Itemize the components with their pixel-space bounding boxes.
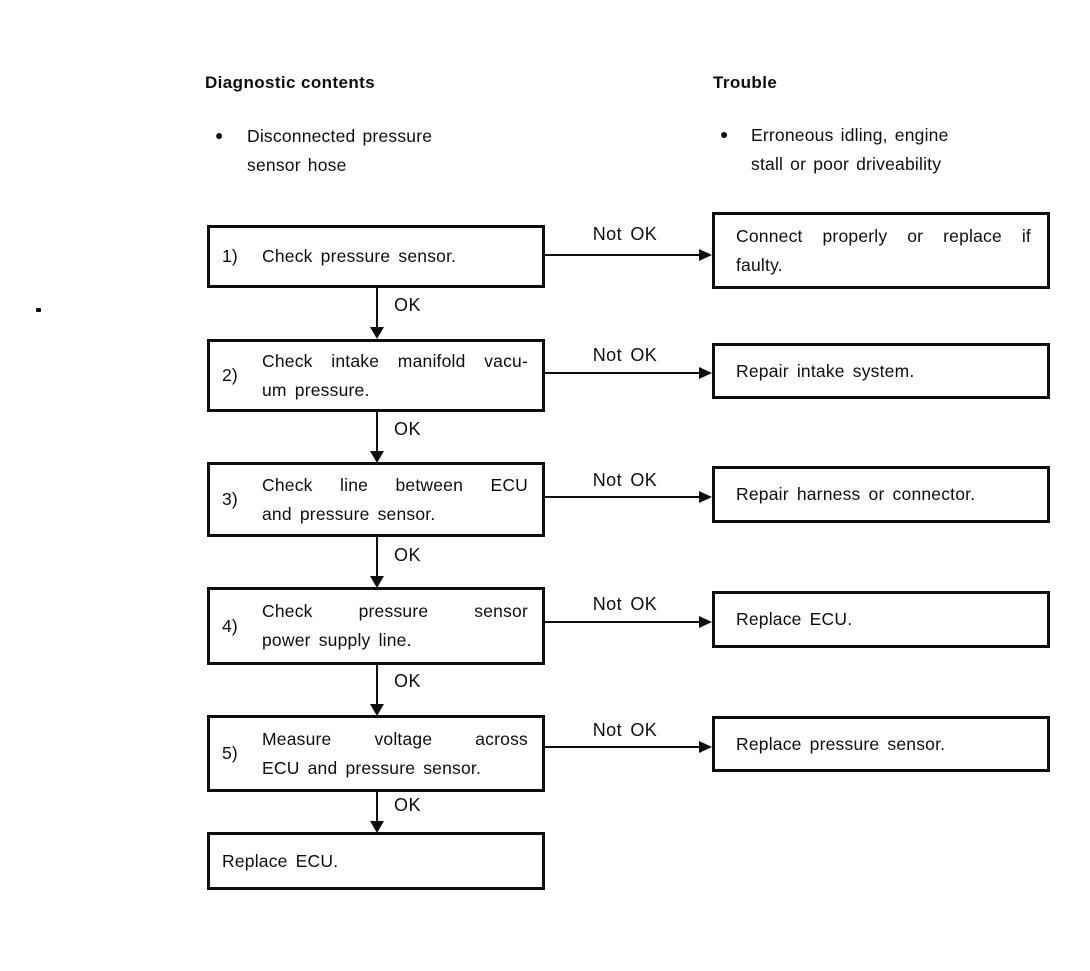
ok-label-2: OK — [394, 419, 422, 439]
step-text-line: power supply line. — [262, 630, 412, 650]
step-text-line: and pressure sensor. — [262, 503, 436, 524]
ok-connector-1 — [376, 288, 378, 327]
arrow-right-icon — [699, 741, 712, 753]
not-ok-connector-4 — [545, 621, 700, 623]
diagnostic-contents-heading: Diagnostic contents — [205, 73, 376, 92]
not-ok-label-3: Not OK — [592, 470, 658, 490]
bullet-line: Erroneous idling, engine — [751, 125, 949, 145]
not-ok-connector-5 — [545, 746, 700, 748]
step-text-line: um pressure. — [262, 379, 370, 400]
step-text-line: Check pressure sensor. — [262, 246, 457, 266]
step-text-line: Check pressure sensor — [262, 601, 528, 621]
trouble-item: Erroneous idling, engine stall or poor d… — [751, 121, 949, 179]
ok-connector-5 — [376, 792, 378, 821]
not-ok-label-1: Not OK — [592, 224, 658, 244]
step-box-5: 5) Measure voltage across ECU and pressu… — [207, 715, 545, 792]
action-text-line: Repair intake system. — [736, 360, 915, 381]
arrow-right-icon — [699, 491, 712, 503]
final-step-text-line: Replace ECU. — [222, 850, 339, 871]
ok-connector-3 — [376, 537, 378, 576]
action-text-line: Repair harness or connector. — [736, 484, 976, 504]
bullet-line: Disconnected pressure — [247, 126, 433, 146]
final-step-box: Replace ECU. — [207, 832, 545, 890]
step-text-line: Check intake manifold vacu- — [262, 350, 528, 371]
bullet-dot-icon: ● — [215, 127, 224, 143]
arrow-down-icon — [370, 451, 384, 463]
action-text-line: Replace pressure sensor. — [736, 733, 946, 754]
action-box-2: Repair intake system. — [712, 343, 1050, 399]
step-number: 1) — [222, 246, 238, 266]
arrow-down-icon — [370, 704, 384, 716]
not-ok-connector-2 — [545, 372, 700, 374]
step-box-1: 1) Check pressure sensor. — [207, 225, 545, 288]
action-text-line: Replace ECU. — [736, 609, 853, 629]
ok-label-1: OK — [394, 295, 422, 315]
bullet-line: stall or poor driveability — [751, 154, 942, 174]
action-text-line: faulty. — [736, 254, 783, 275]
not-ok-label-2: Not OK — [592, 345, 658, 365]
arrow-right-icon — [699, 249, 712, 261]
action-box-3: Repair harness or connector. — [712, 466, 1050, 523]
step-number: 2) — [222, 365, 238, 385]
action-text-line: Connect properly or replace if — [736, 225, 1031, 246]
action-box-5: Replace pressure sensor. — [712, 716, 1050, 772]
not-ok-connector-3 — [545, 496, 700, 498]
not-ok-label-4: Not OK — [592, 594, 658, 614]
ok-connector-2 — [376, 412, 378, 451]
not-ok-label-5: Not OK — [592, 720, 658, 740]
step-number: 4) — [222, 615, 238, 636]
arrow-right-icon — [699, 367, 712, 379]
bullet-line: sensor hose — [247, 155, 347, 175]
ok-connector-4 — [376, 665, 378, 704]
bullet-dot-icon: ● — [720, 126, 729, 142]
step-text-line: Check line between ECU — [262, 474, 528, 495]
arrow-down-icon — [370, 576, 384, 588]
arrow-down-icon — [370, 821, 384, 833]
action-box-1: Connect properly or replace if faulty. — [712, 212, 1050, 289]
arrow-right-icon — [699, 616, 712, 628]
step-box-4: 4) Check pressure sensor power supply li… — [207, 587, 545, 665]
step-box-2: 2) Check intake manifold vacu- um pressu… — [207, 339, 545, 412]
ok-label-5: OK — [394, 795, 422, 815]
ok-label-4: OK — [394, 671, 422, 691]
action-box-4: Replace ECU. — [712, 591, 1050, 648]
step-number: 5) — [222, 743, 238, 763]
not-ok-connector-1 — [545, 254, 700, 256]
step-text-line: Measure voltage across — [262, 728, 528, 749]
step-box-3: 3) Check line between ECU and pressure s… — [207, 462, 545, 537]
arrow-down-icon — [370, 327, 384, 339]
trouble-heading: Trouble — [713, 73, 778, 92]
ok-label-3: OK — [394, 545, 422, 565]
scan-artifact-dot — [36, 308, 41, 312]
step-number: 3) — [222, 489, 238, 509]
diagnostic-contents-item: Disconnected pressure sensor hose — [247, 122, 432, 180]
step-text-line: ECU and pressure sensor. — [262, 757, 482, 778]
